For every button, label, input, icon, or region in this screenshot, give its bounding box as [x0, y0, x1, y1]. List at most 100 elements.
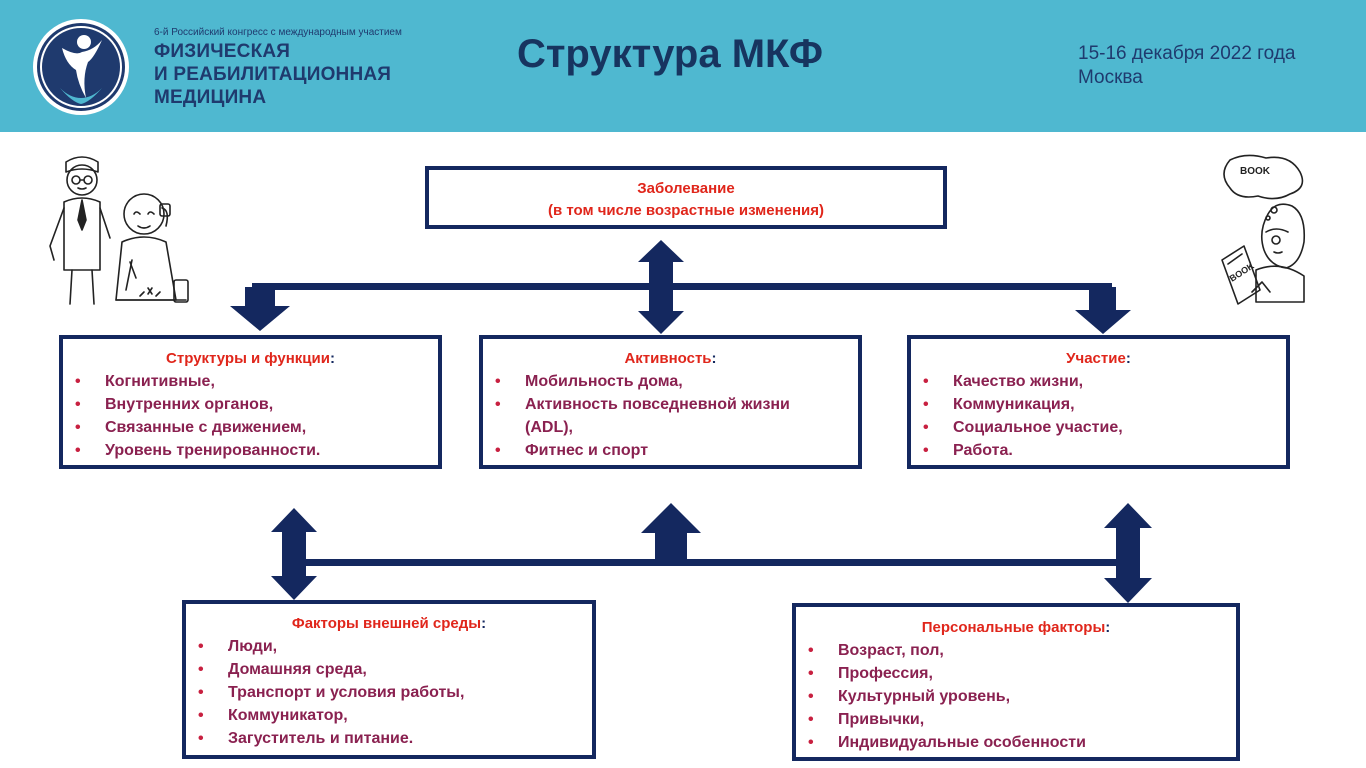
- list-item: • Возраст, пол,: [796, 639, 1236, 662]
- bullet-icon: •: [923, 442, 929, 459]
- bullet-icon: •: [75, 442, 81, 459]
- bullet-icon: •: [808, 711, 814, 728]
- arrow-up-center: [641, 503, 701, 562]
- list-item: • Мобильность дома,: [483, 370, 858, 393]
- list-item-continuation: (ADL),: [483, 416, 858, 439]
- box-title-colon: :: [481, 615, 487, 632]
- list-item: • Качество жизни,: [911, 370, 1286, 393]
- box-title-text: Персональные факторы: [921, 619, 1106, 636]
- participation-list: • Качество жизни, • Коммуникация, • Социаль…: [911, 370, 1286, 462]
- congress-name-line: МЕДИЦИНА: [154, 87, 267, 108]
- personal-factors-box: Персональные факторы: • Возраст, пол, • Пр…: [792, 603, 1240, 761]
- list-item-text: Индивидуальные особенности: [838, 734, 1086, 751]
- structures-list: • Когнитивные, •Внутренних органов, • Связ…: [63, 370, 438, 462]
- bullet-icon: •: [495, 442, 501, 459]
- congress-name-line: И РЕАБИЛИТАЦИОННАЯ: [154, 64, 392, 85]
- bullet-icon: •: [495, 373, 501, 390]
- disease-box: Заболевание (в том числе возрастные изме…: [425, 166, 947, 229]
- box-title: Персональные факторы:: [796, 617, 1236, 639]
- bullet-icon: •: [808, 665, 814, 682]
- list-item: •Культурный уровень,: [796, 685, 1236, 708]
- list-item: • Работа.: [911, 439, 1286, 462]
- doctor-patient-illustration: [49, 156, 189, 305]
- bullet-icon: •: [495, 396, 501, 413]
- list-item-text: Качество жизни,: [953, 373, 1084, 390]
- disease-title: Заболевание: [637, 180, 735, 197]
- list-item: • Люди,: [186, 635, 592, 658]
- box-title-colon: :: [1125, 350, 1131, 367]
- congress-name-line: ФИЗИЧЕСКАЯ: [154, 41, 291, 62]
- structures-functions-box: Структуры и функции: • Когнитивные, •Внут…: [59, 335, 442, 469]
- bottom-connector-line: [295, 559, 1121, 566]
- thought-bubble: [1223, 154, 1304, 200]
- list-item-text: Профессия,: [838, 665, 933, 682]
- list-item: • Социальное участие,: [911, 416, 1286, 439]
- bullet-icon: •: [808, 688, 814, 705]
- list-item-text: Возраст, пол,: [838, 642, 944, 659]
- list-item-text: Работа.: [953, 442, 1013, 459]
- list-item-text: Активность повседневной жизни: [525, 396, 790, 413]
- book-cover-label: BOOK: [1228, 260, 1257, 283]
- list-item-text: Коммуникатор,: [228, 707, 348, 724]
- box-title: Структуры и функции:: [63, 348, 438, 370]
- bullet-icon: •: [198, 684, 204, 701]
- box-title-text: Участие: [1066, 350, 1126, 367]
- list-item: • Транспорт и условия работы,: [186, 681, 592, 704]
- arrow-down-right: [1075, 287, 1131, 334]
- header-banner: 6-й Российский конгресс с международным …: [0, 0, 1366, 132]
- event-city: Москва: [1078, 67, 1143, 88]
- bullet-icon: •: [923, 396, 929, 413]
- list-item: •Загуститель и питание.: [186, 727, 592, 750]
- box-title: Участие:: [911, 348, 1286, 370]
- arrow-double-left: [271, 508, 317, 600]
- activity-list: • Мобильность дома, • Активность повседнев…: [483, 370, 858, 462]
- personal-list: • Возраст, пол, • Профессия, •Культурный у…: [796, 639, 1236, 754]
- box-title-colon: :: [1105, 619, 1111, 636]
- bullet-icon: •: [923, 373, 929, 390]
- arrow-double-right: [1104, 503, 1152, 603]
- bullet-icon: •: [75, 373, 81, 390]
- list-item-text: Домашняя среда,: [228, 661, 367, 678]
- bullet-icon: •: [808, 642, 814, 659]
- list-item: •Уровень тренированности.: [63, 439, 438, 462]
- box-title-text: Активность: [624, 350, 712, 367]
- list-item-text: Люди,: [228, 638, 278, 655]
- box-title-text: Структуры и функции: [166, 350, 330, 367]
- list-item: •Внутренних органов,: [63, 393, 438, 416]
- list-item: • Привычки,: [796, 708, 1236, 731]
- bullet-icon: •: [198, 730, 204, 747]
- list-item: • Когнитивные,: [63, 370, 438, 393]
- bullet-icon: •: [808, 734, 814, 751]
- box-title-colon: :: [711, 350, 717, 367]
- congress-logo-icon: [33, 19, 129, 115]
- list-item: • Индивидуальные особенности: [796, 731, 1236, 754]
- box-title: Активность:: [483, 348, 858, 370]
- list-item: • Коммуникация,: [911, 393, 1286, 416]
- arrow-down-left: [230, 287, 290, 331]
- disease-subtitle: (в том числе возрастные изменения): [547, 202, 825, 219]
- list-item: • Профессия,: [796, 662, 1236, 685]
- slide-title: Структура МКФ: [516, 32, 824, 76]
- list-item-text: Связанные с движением,: [105, 419, 307, 436]
- bullet-icon: •: [923, 419, 929, 436]
- list-item-text: Социальное участие,: [953, 419, 1123, 436]
- list-item-text: Когнитивные,: [105, 373, 215, 390]
- list-item: • Коммуникатор,: [186, 704, 592, 727]
- bullet-icon: •: [75, 396, 81, 413]
- reader-with-book-illustration: BOOK BOOK: [1221, 154, 1306, 305]
- top-connector-line: [252, 283, 1112, 290]
- bullet-icon: •: [75, 419, 81, 436]
- list-item: •Фитнес и спорт: [483, 439, 858, 462]
- bubble-book-label: BOOK: [1240, 166, 1271, 177]
- bullet-icon: •: [198, 638, 204, 655]
- list-item: • Связанные с движением,: [63, 416, 438, 439]
- box-title-text: Факторы внешней среды: [291, 615, 482, 632]
- list-item-text: Коммуникация,: [953, 396, 1075, 413]
- list-item-text: Транспорт и условия работы,: [228, 684, 465, 701]
- box-title-colon: :: [329, 350, 335, 367]
- list-item-text: Мобильность дома,: [525, 373, 683, 390]
- bullet-icon: •: [198, 707, 204, 724]
- event-date: 15-16 декабря 2022 года: [1078, 43, 1296, 64]
- list-item-text: Привычки,: [838, 711, 925, 728]
